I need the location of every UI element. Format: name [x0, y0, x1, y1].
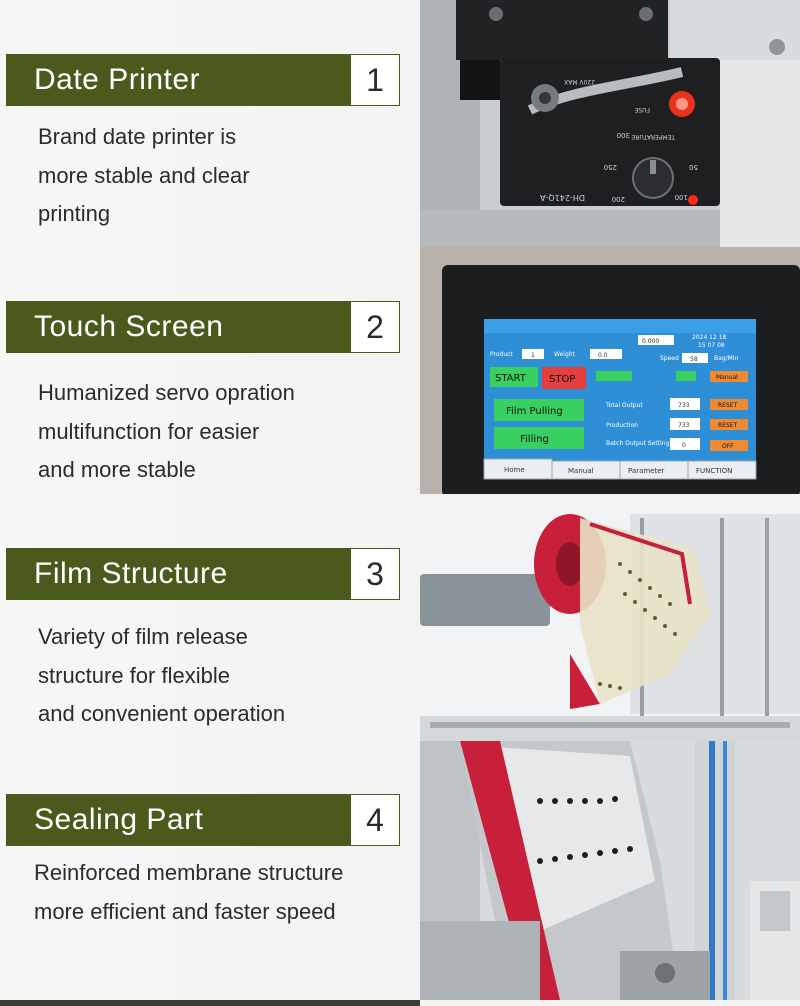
weight-value: 0.0 — [598, 352, 608, 359]
section-title: Date Printer — [34, 63, 201, 96]
dial-mark: 300 — [617, 131, 630, 139]
start-button[interactable] — [490, 367, 538, 387]
sealing-part-photo — [420, 741, 800, 1000]
film-pulling-label: Film Pulling — [506, 406, 563, 417]
description-line: Brand date printer is — [38, 124, 237, 149]
section-date-printer: Date Printer 1 Brand date printer is mor… — [0, 0, 800, 248]
speed-label: Speed — [660, 355, 679, 362]
tab-function[interactable] — [687, 460, 757, 480]
section-description: Variety of film release structure for fl… — [38, 618, 285, 734]
tab-label: Manual — [568, 467, 593, 475]
section-title-bar: Film Structure — [6, 548, 350, 600]
tab-label: Home — [504, 466, 525, 474]
product-value: 1 — [531, 352, 535, 359]
time-readout: 15 07 08 — [698, 342, 725, 349]
section-text-panel: Touch Screen 2 Humanized servo opration … — [0, 247, 420, 495]
toggle-indicator — [676, 371, 696, 381]
description-line: Humanized servo opration — [38, 380, 295, 405]
section-description: Brand date printer is more stable and cl… — [38, 118, 250, 234]
section-title-bar: Touch Screen — [6, 301, 350, 353]
description-line: multifunction for easier — [38, 418, 260, 444]
temperature-label: TEMPERATURE — [631, 133, 676, 140]
description-line: printing — [38, 201, 111, 226]
section-description: Humanized servo opration multifunction f… — [38, 374, 295, 490]
date-printer-photo: DH-241Q-A TEMPERATURE FUSE 220V MAX 50 1… — [420, 0, 800, 247]
reset-button[interactable] — [710, 419, 748, 430]
section-title: Sealing Part — [34, 803, 204, 836]
production-label: Production — [606, 422, 638, 429]
product-label: Product — [490, 351, 513, 358]
section-number: 2 — [350, 301, 400, 353]
section-number: 1 — [350, 54, 400, 106]
description-line: structure for flexible — [38, 662, 230, 688]
model-label: DH-241Q-A — [539, 193, 585, 202]
description-line: more stable and clear — [38, 162, 250, 188]
section-title: Touch Screen — [34, 310, 224, 343]
off-button[interactable] — [710, 440, 748, 451]
manual-label: Manual — [716, 374, 738, 381]
section-text-panel: Date Printer 1 Brand date printer is mor… — [0, 0, 420, 248]
start-label: START — [495, 373, 527, 384]
bags-per-min-label: Bag/Min — [714, 355, 738, 362]
weight-label: Weight — [554, 351, 576, 358]
stop-label: STOP — [549, 374, 575, 385]
section-sealing-part: Sealing Part 4 Reinforced membrane struc… — [0, 741, 800, 1006]
reset-label: RESET — [718, 422, 738, 429]
speed-value: 58 — [690, 356, 698, 363]
off-label: OFF — [722, 443, 734, 450]
counter-value: 0.000 — [642, 338, 659, 345]
filling-label: Filling — [520, 434, 549, 445]
section-text-panel: Sealing Part 4 Reinforced membrane struc… — [0, 741, 420, 1006]
reset-label: RESET — [718, 402, 738, 409]
section-title: Film Structure — [34, 557, 228, 590]
fuse-label: FUSE — [634, 106, 650, 113]
stop-button[interactable] — [542, 367, 586, 389]
dial-mark: 100 — [675, 193, 688, 201]
description-line: and more stable — [38, 457, 196, 482]
section-number: 3 — [350, 548, 400, 600]
description-line: more efficient and faster speed — [34, 898, 336, 924]
dial-mark: 250 — [604, 163, 617, 171]
manual-button[interactable] — [710, 371, 748, 382]
date-readout: 2024 12 18 — [692, 334, 727, 341]
power-label: 220V MAX — [564, 78, 595, 85]
film-structure-photo — [420, 494, 800, 741]
filling-button[interactable] — [494, 427, 584, 449]
section-touch-screen: Touch Screen 2 Humanized servo opration … — [0, 247, 800, 495]
section-description: Reinforced membrane structure more effic… — [34, 854, 343, 931]
dial-mark: 50 — [689, 163, 698, 171]
tab-label: FUNCTION — [696, 467, 732, 475]
production-value: 733 — [678, 422, 690, 429]
touch-screen-photo: 0.000 2024 12 18 15 07 08 Product 1 Weig… — [420, 247, 800, 494]
description-line: Reinforced membrane structure — [34, 860, 344, 885]
film-pulling-button[interactable] — [494, 399, 584, 421]
reset-button[interactable] — [710, 399, 748, 410]
section-title-bar: Date Printer — [6, 54, 350, 106]
description-line: and convenient operation — [38, 701, 286, 726]
tab-label: Parameter — [628, 467, 665, 475]
section-text-panel: Film Structure 3 Variety of film release… — [0, 494, 420, 742]
dial-mark: 200 — [612, 195, 625, 203]
total-output-value: 733 — [678, 402, 690, 409]
section-number: 4 — [350, 794, 400, 846]
toggle-indicator — [596, 371, 632, 381]
batch-output-label: Batch Output Setting — [606, 440, 670, 447]
total-output-label: Total Output — [605, 402, 643, 409]
section-title-bar: Sealing Part — [6, 794, 350, 846]
description-line: Variety of film release — [38, 624, 248, 649]
batch-output-value: 0 — [682, 442, 686, 449]
section-film-structure: Film Structure 3 Variety of film release… — [0, 494, 800, 742]
